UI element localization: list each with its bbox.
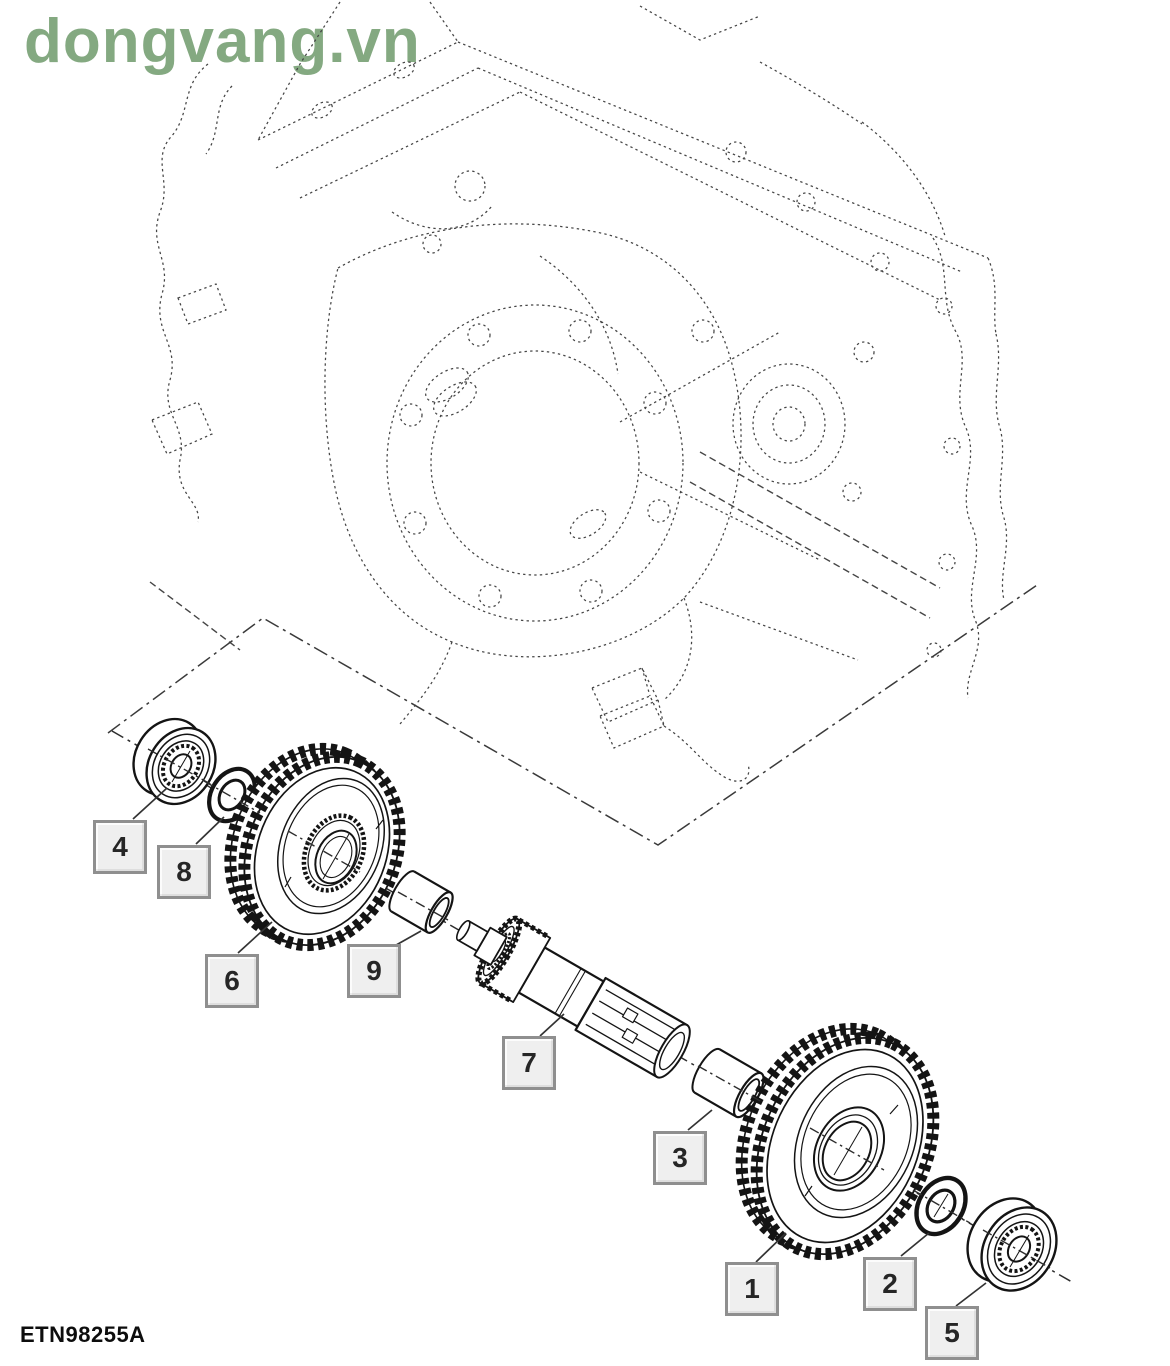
- leader-line-6: [237, 921, 273, 954]
- callout-6: 6: [205, 954, 259, 1008]
- callout-5: 5: [925, 1306, 979, 1360]
- part-thrust-washer-8: [207, 766, 257, 824]
- bore-centerlines: [147, 748, 1051, 1269]
- callout-9: 9: [347, 944, 401, 998]
- part-bushing-9: [388, 870, 454, 934]
- leader-line-2: [900, 1232, 930, 1257]
- leader-line-3: [687, 1109, 713, 1131]
- callout-8: 8: [157, 845, 211, 899]
- part-gear-1: [735, 1022, 940, 1261]
- watermark-text: dongvang.vn: [24, 7, 421, 76]
- phantom-plane-outline: [107, 582, 1041, 846]
- part-bearing-5: [966, 1197, 1058, 1292]
- callout-1: 1: [725, 1262, 779, 1316]
- leader-line-5: [955, 1282, 987, 1307]
- part-gear-6: [224, 742, 406, 952]
- ghost-housing-drawing: [149, 1, 1008, 782]
- part-shaft-7: [455, 915, 691, 1079]
- drawing-code: ETN98255A: [20, 1322, 146, 1347]
- callout-4: 4: [93, 820, 147, 874]
- leader-line-8: [195, 816, 225, 845]
- callout-3: 3: [653, 1131, 707, 1185]
- leader-line-4: [132, 787, 168, 820]
- callout-7: 7: [502, 1036, 556, 1090]
- leader-line-7: [539, 1013, 565, 1037]
- leader-line-1: [755, 1232, 787, 1263]
- leader-lines: [132, 787, 987, 1307]
- callout-2: 2: [863, 1257, 917, 1311]
